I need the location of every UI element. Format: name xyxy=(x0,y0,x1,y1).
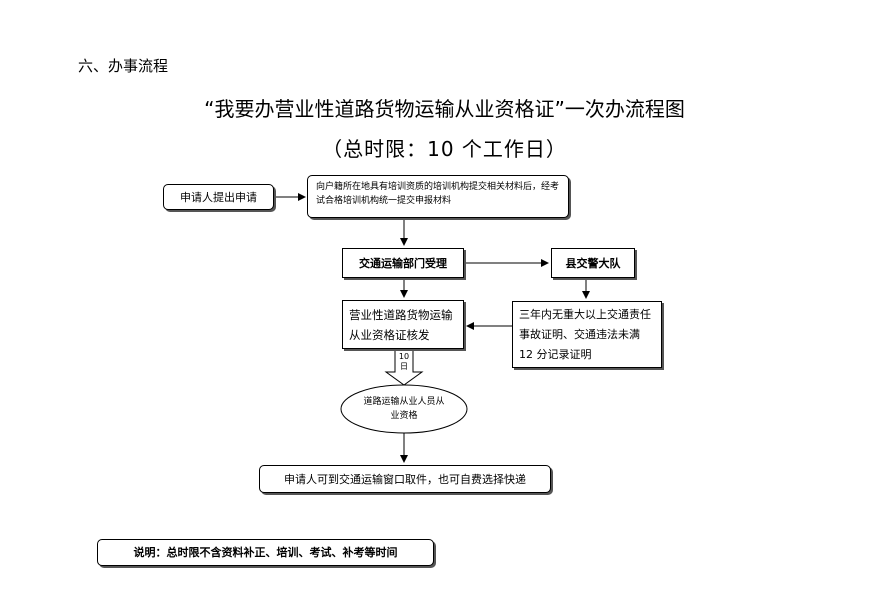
pickup-box: 申请人可到交通运输窗口取件，也可自费选择快递 xyxy=(259,465,551,493)
qualification-label: 道路运输从业人员从业资格 xyxy=(363,397,445,421)
arrow-issue-to-qualification xyxy=(384,349,424,386)
submit-box: 向户籍所在地具有培训资质的培训机构提交相关材料后，经考试合格培训机构统一提交申报… xyxy=(307,175,569,218)
page-subtitle: （总时限：10 个工作日） xyxy=(322,137,567,161)
police-label: 县交警大队 xyxy=(565,256,621,270)
police-box: 县交警大队 xyxy=(551,248,635,278)
pickup-label: 申请人可到交通运输窗口取件，也可自费选择快递 xyxy=(284,472,526,486)
record-label: 三年内无重大以上交通责任事故证明、交通违法未满 12 分记录证明 xyxy=(519,308,651,361)
issue-box: 营业性道路货物运输从业资格证核发 xyxy=(342,300,464,349)
record-box: 三年内无重大以上交通责任事故证明、交通违法未满 12 分记录证明 xyxy=(512,301,662,368)
applicant-label: 申请人提出申请 xyxy=(180,190,257,204)
accept-box: 交通运输部门受理 xyxy=(342,248,464,278)
note-box: 说明：总时限不含资料补正、培训、考试、补考等时间 xyxy=(97,539,434,566)
issue-label: 营业性道路货物运输从业资格证核发 xyxy=(349,308,453,342)
applicant-box: 申请人提出申请 xyxy=(163,184,274,210)
note-label: 说明：总时限不含资料补正、培训、考试、补考等时间 xyxy=(133,546,398,559)
submit-label: 向户籍所在地具有培训资质的培训机构提交相关材料后，经考试合格培训机构统一提交申报… xyxy=(316,182,560,206)
section-heading: 六、办事流程 xyxy=(78,57,169,75)
page-title: “我要办营业性道路货物运输从业资格证”一次办流程图 xyxy=(204,97,685,121)
days-label: 10 日 xyxy=(398,352,410,371)
accept-label: 交通运输部门受理 xyxy=(359,256,447,270)
